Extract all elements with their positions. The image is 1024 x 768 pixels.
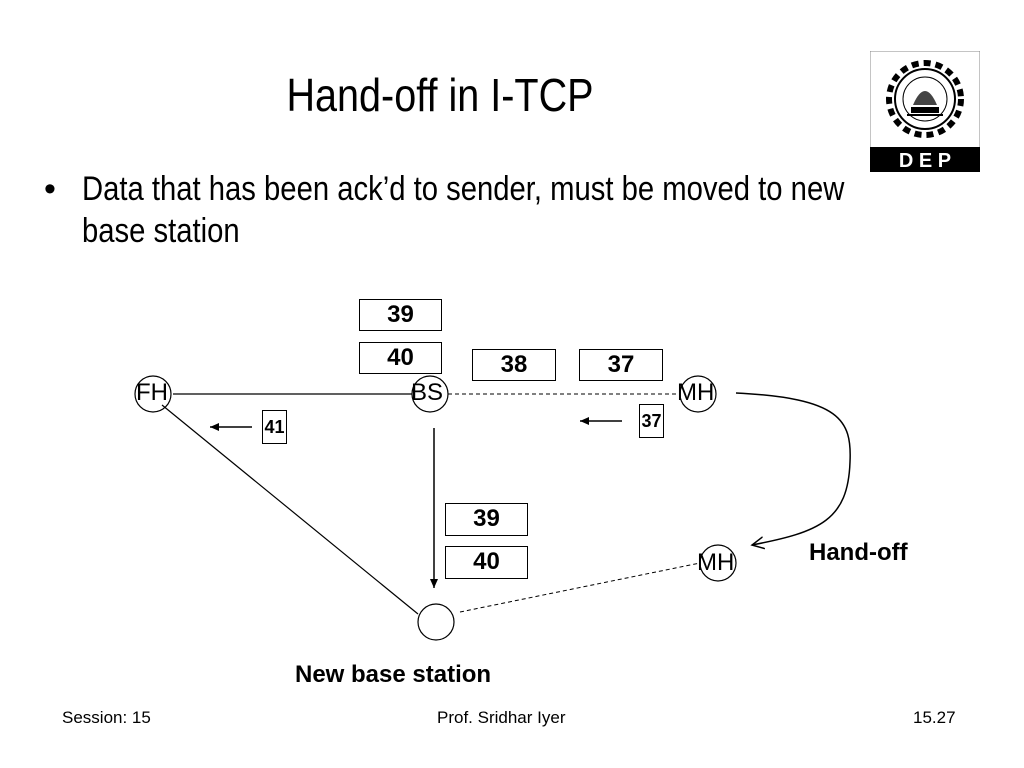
packet-box-38-in-flight: 38 — [472, 349, 556, 381]
mh-new-node — [699, 544, 737, 582]
new-base-station-caption: New base station — [295, 661, 492, 688]
footer-page-number: 15.27 — [913, 708, 956, 727]
footer-session: Session: 15 — [62, 708, 151, 727]
mh-old-label: MH — [677, 379, 715, 406]
packet-box-40-buffer: 40 — [359, 342, 442, 374]
newbs-mh-wireless-link — [459, 562, 701, 613]
mh-new-label: MH — [697, 549, 735, 576]
packet-box-39-moved: 39 — [445, 503, 528, 536]
packet-box-37-in-flight: 37 — [579, 349, 663, 381]
bs-label: BS — [411, 379, 444, 406]
slide-title: Hand-off in I-TCP — [286, 69, 594, 121]
fh-node — [134, 375, 172, 413]
packet-box-40-moved: 40 — [445, 546, 528, 579]
fh-newbs-link — [161, 404, 419, 615]
institute-logo: D E P — [869, 50, 981, 173]
logo-emblem-icon: D E P — [869, 50, 981, 173]
bs-node — [411, 375, 449, 413]
mh-old-node — [679, 375, 717, 413]
footer-author: Prof. Sridhar Iyer — [437, 708, 566, 727]
packet-box-39-buffer: 39 — [359, 299, 442, 331]
logo-text: D E P — [899, 150, 951, 172]
ack-box-41: 41 — [262, 410, 287, 444]
bullet-dot: • — [44, 170, 56, 208]
handoff-curve-arrow — [735, 392, 851, 545]
bullet-text: Data that has been ack’d to sender, must… — [82, 170, 845, 250]
ack-box-37: 37 — [639, 404, 664, 438]
handoff-caption: Hand-off — [809, 539, 908, 566]
fh-label: FH — [136, 379, 168, 406]
new-bs-node — [417, 603, 455, 641]
